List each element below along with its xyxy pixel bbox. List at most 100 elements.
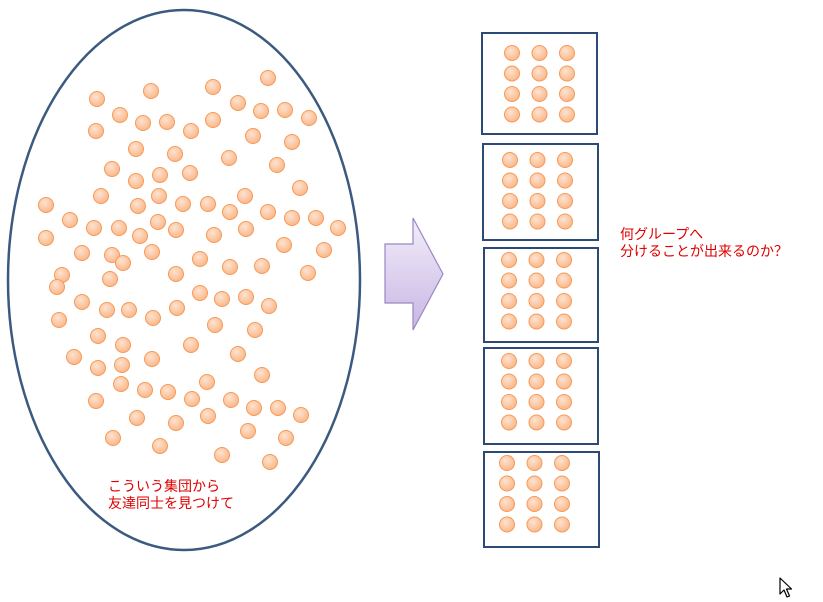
population-dot — [160, 384, 176, 400]
population-dot — [308, 210, 324, 226]
population-dot — [200, 196, 216, 212]
population-dot — [112, 107, 128, 123]
group-box — [483, 451, 600, 548]
group-member-dot — [504, 106, 520, 123]
population-dot — [262, 454, 278, 470]
population-dot — [207, 317, 223, 333]
group-boxes — [481, 32, 600, 548]
group-box — [481, 32, 598, 135]
population-dot — [284, 210, 300, 226]
population-dot — [115, 255, 131, 271]
population-dot — [159, 114, 175, 130]
group-member-dot — [528, 272, 545, 289]
group-member-dot — [526, 455, 543, 471]
population-dot — [260, 70, 276, 86]
group-member-dot — [557, 213, 573, 230]
population-dot — [144, 244, 160, 260]
population-dot — [104, 161, 120, 177]
group-member-dot — [501, 353, 517, 369]
population-dot — [167, 146, 183, 162]
group-member-dot — [528, 353, 545, 369]
population-dot — [38, 197, 54, 213]
group-member-dot — [554, 455, 570, 471]
population-dot — [168, 415, 184, 431]
group-member-dot — [502, 172, 518, 189]
group-member-dot — [502, 213, 518, 230]
group-member-dot — [556, 272, 572, 289]
group-member-dot — [556, 252, 572, 268]
population-dot — [99, 302, 115, 318]
population-dot — [221, 150, 237, 166]
population-dot — [111, 220, 127, 236]
groups-question-line1: 何グループへ — [620, 227, 704, 243]
population-dot — [88, 123, 104, 139]
population-dot — [90, 328, 106, 344]
groups-question: 何グループへ 分けることが出来るのか？ — [620, 227, 788, 261]
group-member-dot — [556, 293, 572, 309]
population-dots — [38, 70, 346, 470]
population-dot — [237, 188, 253, 204]
population-dot — [316, 242, 332, 258]
population-dot — [74, 294, 90, 310]
group-member-dot — [556, 394, 572, 410]
group-member-dot — [504, 86, 520, 102]
population-dot — [301, 110, 317, 126]
population-dot — [192, 285, 208, 301]
population-dot — [114, 357, 130, 373]
population-dot — [93, 188, 109, 204]
population-dot — [130, 198, 146, 214]
group-member-dot — [556, 414, 572, 431]
population-dot — [214, 291, 230, 307]
group-member-dot — [554, 496, 570, 512]
population-dot — [247, 322, 263, 338]
population-dot — [104, 247, 120, 263]
group-member-dot — [528, 313, 545, 330]
group-member-dot — [499, 516, 515, 533]
population-dot — [222, 259, 238, 275]
population-dot — [169, 300, 185, 316]
population-dot — [254, 258, 270, 274]
group-member-dot — [529, 213, 546, 230]
population-dot — [284, 134, 300, 150]
population-dot — [152, 438, 168, 454]
groups-question-line2: 分けることが出来るのか？ — [620, 244, 788, 260]
population-dot — [168, 222, 184, 238]
ellipse-caption-line2: 友達同士を見つけて — [108, 496, 234, 512]
group-member-dot — [528, 252, 545, 268]
population-dot — [62, 212, 78, 228]
group-member-dot — [526, 516, 543, 533]
group-member-dot — [531, 86, 548, 102]
population-dot — [151, 188, 167, 204]
group-member-dot — [529, 172, 546, 189]
population-dot — [240, 423, 256, 439]
population-dot — [184, 391, 200, 407]
population-dot — [300, 265, 316, 281]
group-box — [483, 247, 599, 343]
population-dot — [292, 180, 308, 196]
population-dot — [143, 83, 159, 99]
population-dot — [90, 360, 106, 376]
group-member-dot — [559, 65, 575, 82]
group-member-dot — [531, 106, 548, 123]
population-dot — [38, 230, 54, 246]
group-member-dot — [556, 353, 572, 369]
population-dot — [230, 95, 246, 111]
group-member-dot — [528, 293, 545, 309]
population-dot — [330, 220, 346, 236]
group-member-dot — [501, 313, 517, 330]
group-member-dot — [528, 414, 545, 431]
population-dot — [278, 430, 294, 446]
group-member-dot — [559, 45, 575, 61]
population-dot — [269, 157, 285, 173]
population-dot — [238, 221, 254, 237]
population-dot — [261, 298, 277, 314]
group-member-dot — [504, 65, 520, 82]
group-member-dot — [502, 152, 518, 168]
population-dot — [223, 392, 239, 408]
group-member-dot — [504, 45, 520, 61]
population-dot — [183, 123, 199, 139]
group-member-dot — [501, 272, 517, 289]
group-member-dot — [501, 373, 517, 390]
group-member-dot — [557, 152, 573, 168]
